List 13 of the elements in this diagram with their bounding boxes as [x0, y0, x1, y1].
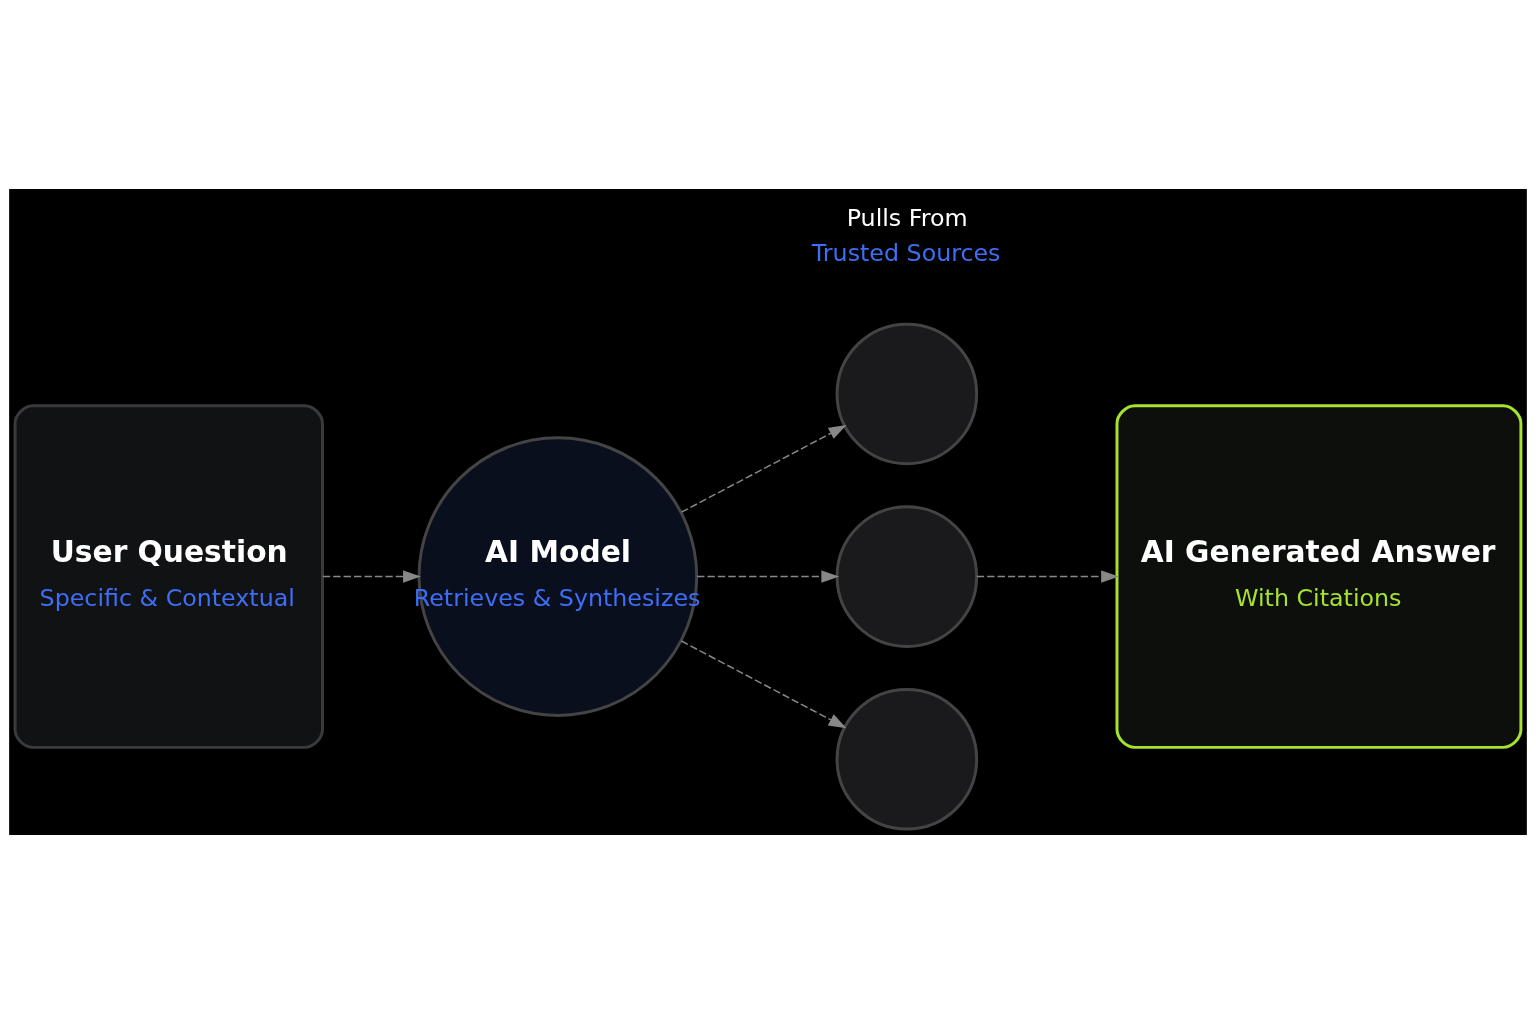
arrow [680, 640, 847, 729]
arrow [680, 425, 847, 513]
arrow [322, 570, 421, 583]
node-box: User Question Specific & Contextual [13, 404, 324, 749]
node-circle: AI Model Retrieves & Synthesizes [417, 436, 699, 717]
node-box: AI Generated Answer With Citations [1115, 404, 1523, 749]
label: Trusted Sources [811, 239, 1001, 268]
node-circle [835, 505, 979, 648]
arrow [696, 570, 840, 583]
node-circle [835, 687, 979, 831]
node-circle [835, 322, 979, 466]
label: Pulls From [846, 203, 968, 232]
arrow [976, 570, 1119, 583]
